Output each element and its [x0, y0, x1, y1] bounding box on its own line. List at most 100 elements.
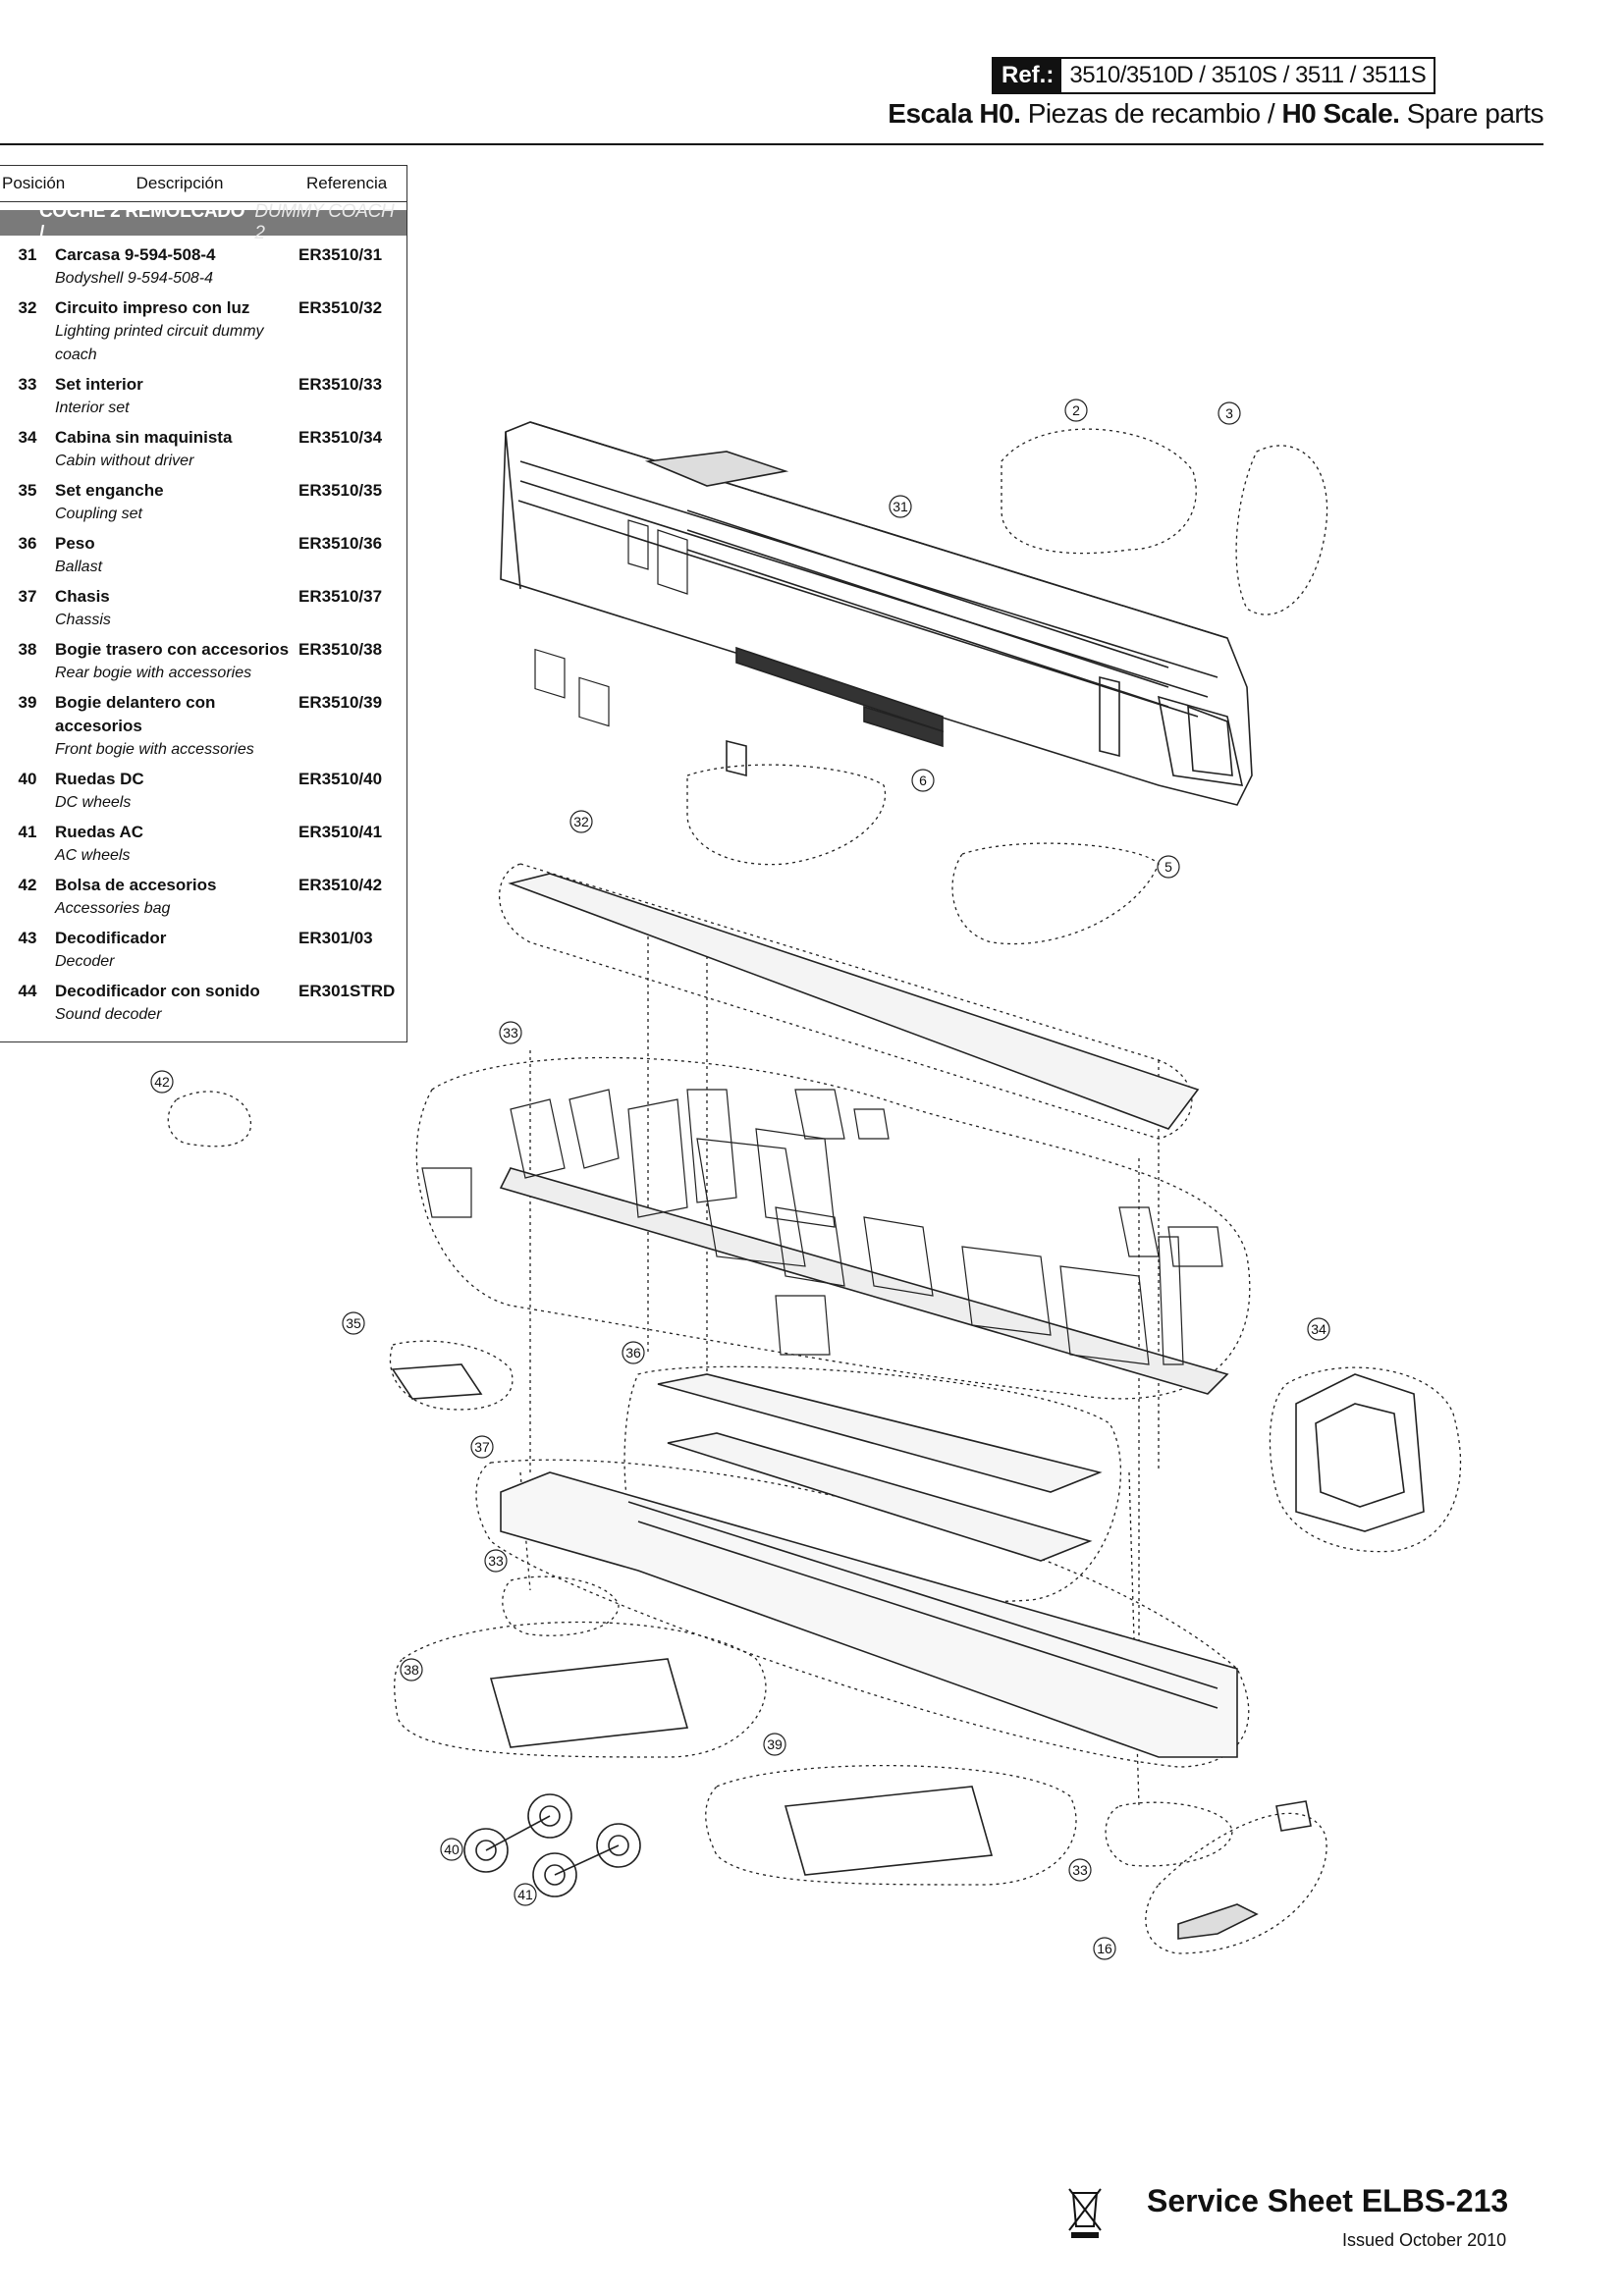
row-number: 38 — [18, 640, 37, 659]
row-desc-es: Bogie trasero con accesorios — [55, 640, 290, 659]
row-reference: ER3510/32 — [298, 298, 383, 317]
table-header: Posición Descripción Referencia — [0, 166, 406, 202]
row-number: 41 — [18, 823, 37, 841]
row-number: 42 — [18, 876, 37, 894]
callout-37: 37 — [474, 1439, 490, 1455]
callout-36: 36 — [625, 1345, 641, 1361]
row-desc-es: Ruedas DC — [55, 770, 144, 788]
callout-33a: 33 — [503, 1025, 518, 1041]
row-desc-en: Lighting printed circuit dummy coach — [55, 323, 264, 363]
callout-35: 35 — [346, 1315, 361, 1331]
row-reference: ER3510/40 — [298, 770, 383, 788]
row-desc-en: Chassis — [55, 612, 111, 628]
callout-2: 2 — [1072, 402, 1080, 418]
reference-box: Ref.: 3510/3510D / 3510S / 3511 / 3511S — [992, 57, 1436, 94]
header-rule — [0, 143, 1543, 145]
row-number: 36 — [18, 534, 37, 553]
row-desc-en: Sound decoder — [55, 1006, 162, 1023]
row-reference: ER3510/37 — [298, 587, 383, 606]
scale-es: Piezas de recambio / — [1027, 98, 1275, 129]
row-description: Ruedas AC AC wheels — [55, 821, 298, 868]
section-es: COCHE 2 REMOLCADO / — [39, 201, 245, 243]
table-row: 40 Ruedas DC DC wheels ER3510/40 — [0, 768, 406, 815]
callout-38: 38 — [404, 1662, 419, 1678]
row-desc-es: Bolsa de accesorios — [55, 876, 217, 894]
callouts: 2 3 31 6 32 5 33 42 35 36 34 37 33 38 39… — [150, 399, 1330, 1960]
row-desc-en: Coupling set — [55, 506, 142, 522]
col-position: Posición — [2, 174, 66, 192]
callout-3: 3 — [1225, 405, 1233, 421]
callout-42: 42 — [154, 1074, 170, 1090]
callout-40: 40 — [444, 1842, 460, 1857]
weee-bin-icon — [1068, 2188, 1102, 2238]
callout-32: 32 — [573, 814, 589, 829]
row-reference: ER3510/36 — [298, 534, 383, 553]
row-desc-en: Front bogie with accessories — [55, 741, 254, 758]
parts-table: Posición Descripción Referencia COCHE 2 … — [0, 165, 407, 1042]
col-description: Descripción — [135, 174, 224, 192]
row-desc-es: Decodificador con sonido — [55, 982, 260, 1000]
ref-label: Ref.: — [994, 59, 1062, 92]
callout-6: 6 — [919, 773, 927, 788]
row-number: 35 — [18, 481, 37, 500]
ref-codes: 3510/3510D / 3510S / 3511 / 3511S — [1069, 62, 1427, 88]
callout-34: 34 — [1311, 1321, 1326, 1337]
row-number: 44 — [18, 982, 37, 1000]
scale-en: Spare parts — [1406, 98, 1544, 129]
row-number: 34 — [18, 428, 37, 447]
row-reference: ER3510/35 — [298, 481, 383, 500]
row-desc-es: Set interior — [55, 375, 143, 394]
col-reference: Referencia — [306, 174, 388, 192]
row-number: 40 — [18, 770, 37, 788]
row-reference: ER3510/31 — [298, 245, 383, 264]
bodyshell-drawing — [500, 421, 1253, 806]
scale-title: Escala H0. Piezas de recambio / H0 Scale… — [888, 98, 1543, 130]
callout-33c: 33 — [1072, 1862, 1088, 1878]
row-desc-es: Set enganche — [55, 481, 164, 500]
scale-es-bold: Escala H0. — [888, 98, 1021, 129]
section-band: COCHE 2 REMOLCADO / DUMMY COACH 2 — [0, 201, 406, 243]
row-description: Ruedas DC DC wheels — [55, 768, 298, 815]
callout-39: 39 — [767, 1736, 783, 1752]
row-reference: ER3510/34 — [298, 428, 383, 447]
row-desc-es: Peso — [55, 534, 95, 553]
row-desc-en: AC wheels — [55, 847, 131, 864]
row-desc-es: Ruedas AC — [55, 823, 144, 841]
callout-5: 5 — [1164, 859, 1172, 875]
row-desc-en: DC wheels — [55, 794, 132, 811]
row-desc-es: Carcasa 9-594-508-4 — [55, 245, 216, 264]
row-reference: ER3510/38 — [298, 640, 383, 659]
row-desc-es: Cabina sin maquinista — [55, 428, 233, 447]
callout-41: 41 — [517, 1887, 533, 1902]
row-reference: ER3510/39 — [298, 693, 383, 712]
row-reference: ER3510/41 — [298, 823, 383, 841]
row-desc-en: Decoder — [55, 953, 115, 970]
row-desc-en: Interior set — [55, 400, 130, 416]
row-desc-es: Bogie delantero con accesorios — [55, 693, 216, 735]
callout-33b: 33 — [488, 1553, 504, 1569]
row-number: 32 — [18, 298, 37, 317]
service-sheet-title: Service Sheet ELBS-213 — [1147, 2183, 1509, 2218]
row-reference: ER301STRD — [298, 982, 396, 1000]
row-desc-en: Accessories bag — [55, 900, 171, 917]
row-desc-en: Bodyshell 9-594-508-4 — [55, 270, 213, 287]
